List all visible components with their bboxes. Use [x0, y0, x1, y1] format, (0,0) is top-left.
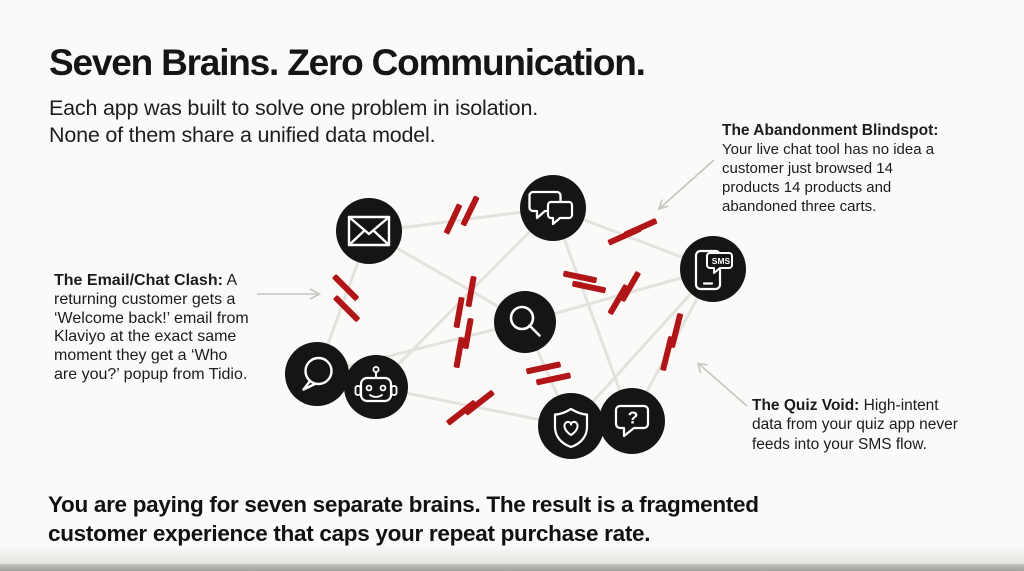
node-question: ?: [599, 388, 665, 454]
node-chatbot: [344, 355, 408, 419]
closing-statement: You are paying for seven separate brains…: [48, 490, 759, 548]
callout-abandonment-blindspot: The Abandonment Blindspot: Your live cha…: [722, 121, 978, 216]
node-sms: SMS: [680, 236, 746, 302]
callout-lead: A: [226, 272, 238, 289]
page-title: Seven Brains. Zero Communication.: [49, 42, 646, 83]
node-circle: [538, 393, 604, 459]
callout-line: data from your quiz app never: [752, 416, 958, 434]
email-chat-callout-arrow: [257, 288, 322, 300]
shield-heart-icon: [553, 407, 589, 449]
node-chat-bubbles: [520, 175, 586, 241]
question-mark-label: ?: [628, 408, 639, 428]
email-icon: [347, 215, 391, 247]
broken-link-marker: [453, 317, 474, 369]
callout-lead: High-intent: [863, 397, 939, 414]
broken-link-marker: [446, 390, 495, 426]
search-icon: [509, 305, 541, 337]
broken-link-marker: [453, 275, 477, 329]
chatbot-icon: [354, 365, 398, 403]
broken-link-marker: [607, 271, 641, 315]
live-chat-icon: [302, 356, 333, 391]
callout-line: customer just browsed 14: [722, 160, 893, 177]
page-subtitle: Each app was built to solve one problem …: [49, 95, 538, 149]
question-bubble-icon: ?: [614, 404, 650, 438]
node-email: [336, 198, 402, 264]
callout-line: Your live chat tool has no idea a: [722, 141, 935, 158]
node-circle: [494, 291, 556, 353]
quiz-callout-arrow: [696, 362, 748, 407]
node-search: [494, 291, 556, 353]
closing-line: customer experience that caps your repea…: [48, 521, 651, 546]
node-live-chat: [285, 342, 349, 406]
callout-line: abandoned three carts.: [722, 198, 877, 215]
callout-title: The Email/Chat Clash:: [54, 272, 223, 289]
subtitle-line: None of them share a unified data model.: [49, 123, 436, 147]
callout-email-chat-clash: The Email/Chat Clash: A returning custom…: [54, 272, 274, 385]
chat-bubbles-icon: [528, 190, 574, 226]
closing-line: You are paying for seven separate brains…: [48, 492, 759, 517]
callout-arrows: [257, 159, 748, 407]
node-circle: [344, 355, 408, 419]
broken-link-marker: [332, 274, 360, 322]
callout-line: moment they get a ‘Who: [54, 347, 228, 365]
callout-quiz-void: The Quiz Void: High-intent data from you…: [752, 396, 1000, 454]
node-shield: [538, 393, 604, 459]
photo-bottom-edge: [0, 564, 1024, 571]
node-circle: [336, 198, 402, 264]
broken-connection-markers: [332, 195, 683, 426]
sms-phone-icon: SMS: [694, 249, 733, 291]
callout-line: feeds into your SMS flow.: [752, 435, 927, 453]
callout-line: ‘Welcome back!’ email from: [54, 309, 249, 327]
subtitle-line: Each app was built to solve one problem …: [49, 96, 538, 120]
broken-link-marker: [526, 361, 571, 386]
callout-line: products 14 products and: [722, 179, 892, 196]
broken-link-marker: [444, 195, 480, 235]
broken-link-marker: [563, 270, 606, 294]
callout-title: The Quiz Void:: [752, 397, 860, 414]
node-circle: [285, 342, 349, 406]
callout-line: returning customer gets a: [54, 290, 236, 308]
callout-title: The Abandonment Blindspot:: [722, 122, 939, 139]
node-circle: [599, 388, 665, 454]
callout-line: Klaviyo at the exact same: [54, 328, 237, 346]
broken-link-marker: [607, 218, 658, 246]
abandonment-callout-arrow: [657, 159, 715, 211]
broken-link-marker: [660, 313, 683, 371]
callout-line: are you?’ popup from Tidio.: [54, 365, 248, 383]
app-nodes: SMS: [285, 175, 746, 459]
sms-label: SMS: [712, 256, 731, 266]
